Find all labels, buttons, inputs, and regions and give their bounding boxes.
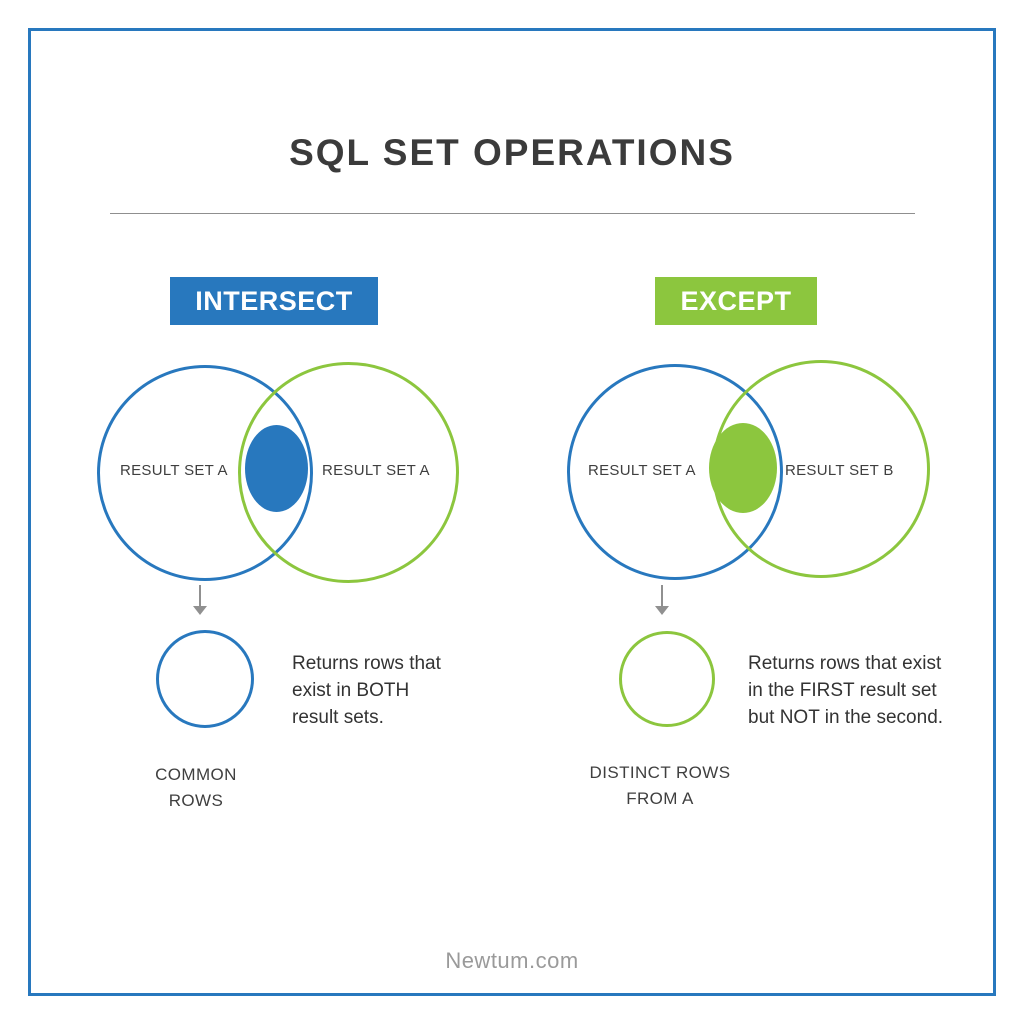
- down-arrow-icon: [655, 585, 669, 617]
- intersect-description-line: exist in BOTH: [292, 680, 410, 701]
- except-result-circle: [619, 631, 715, 727]
- except-description: Returns rows that exist in the FIRST res…: [748, 650, 943, 731]
- arrow-shaft: [661, 585, 663, 608]
- except-description-line: in the FIRST result set: [748, 680, 937, 701]
- arrow-shaft: [199, 585, 201, 608]
- except-badge: EXCEPT: [655, 277, 817, 325]
- intersect-description-line: result sets.: [292, 707, 384, 728]
- intersect-overlap-fill: [245, 425, 308, 512]
- except-result-label-line: DISTINCT ROWS: [589, 763, 731, 782]
- title-divider: [110, 213, 915, 214]
- except-overlap-fill: [709, 423, 777, 513]
- except-result-label-line: FROM A: [626, 789, 694, 808]
- footer-watermark: Newtum.com: [445, 948, 579, 973]
- except-description-line: but NOT in the second.: [748, 707, 944, 728]
- page-title: SQL SET OPERATIONS: [289, 132, 735, 173]
- intersect-description: Returns rows that exist in BOTH result s…: [292, 650, 441, 731]
- intersect-circle-b: [238, 362, 459, 583]
- except-set-a-label: RESULT SET A: [588, 462, 696, 479]
- arrow-head: [655, 606, 669, 615]
- intersect-description-line: Returns rows that: [292, 653, 441, 674]
- intersect-set-b-label: RESULT SET A: [322, 462, 430, 479]
- intersect-badge: INTERSECT: [170, 277, 378, 325]
- except-result-label: DISTINCT ROWS FROM A: [565, 760, 755, 812]
- intersect-result-label-line: ROWS: [168, 791, 224, 810]
- except-description-line: Returns rows that exist: [748, 653, 942, 674]
- intersect-set-a-label: RESULT SET A: [120, 462, 228, 479]
- arrow-head: [193, 606, 207, 615]
- intersect-result-label-line: COMMON: [155, 765, 237, 784]
- intersect-result-label: COMMON ROWS: [126, 762, 266, 814]
- except-set-b-label: RESULT SET B: [785, 462, 894, 479]
- down-arrow-icon: [193, 585, 207, 617]
- intersect-result-circle: [156, 630, 254, 728]
